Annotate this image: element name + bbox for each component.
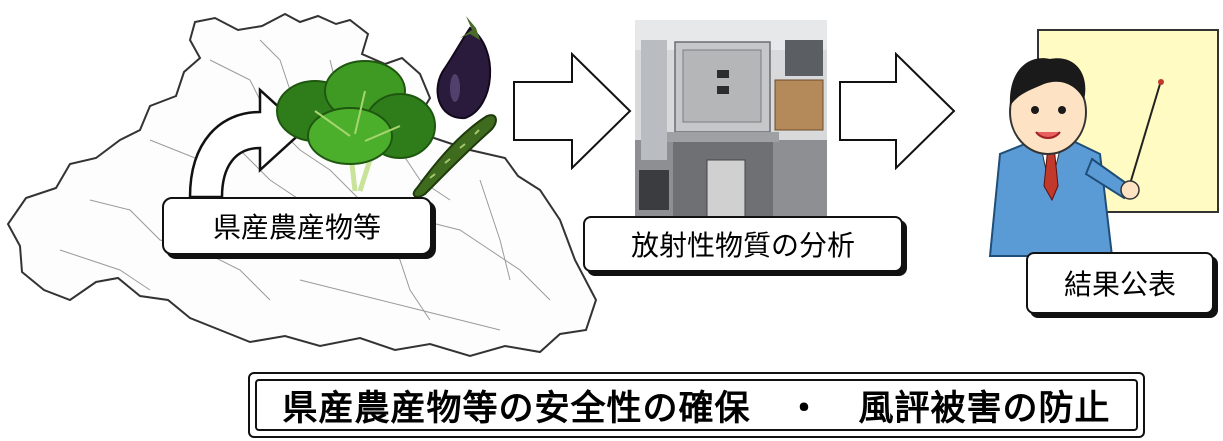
spinach-icon <box>276 60 436 192</box>
right-arrow-icon <box>839 52 956 170</box>
presenter-with-board-icon <box>988 29 1219 257</box>
cucumber-icon <box>412 114 497 198</box>
goal-banner-text: 県産農産物等の安全性の確保 ・ 風評被害の防止 <box>255 379 1138 431</box>
analysis-label-text: 放射性物質の分析 <box>630 229 855 262</box>
goal-banner: 県産農産物等の安全性の確保 ・ 風評被害の防止 <box>248 372 1145 438</box>
curved-arrow-icon <box>188 87 306 199</box>
produce-label: 県産農産物等 <box>162 197 432 255</box>
eggplant-icon <box>436 16 491 120</box>
publish-label: 結果公表 <box>1026 252 1214 314</box>
publish-label-text: 結果公表 <box>1063 268 1176 301</box>
right-arrow-icon <box>513 52 632 170</box>
produce-label-text: 県産農産物等 <box>212 211 381 244</box>
radiation-analyzer-photo <box>635 20 827 225</box>
analysis-label: 放射性物質の分析 <box>583 216 903 272</box>
